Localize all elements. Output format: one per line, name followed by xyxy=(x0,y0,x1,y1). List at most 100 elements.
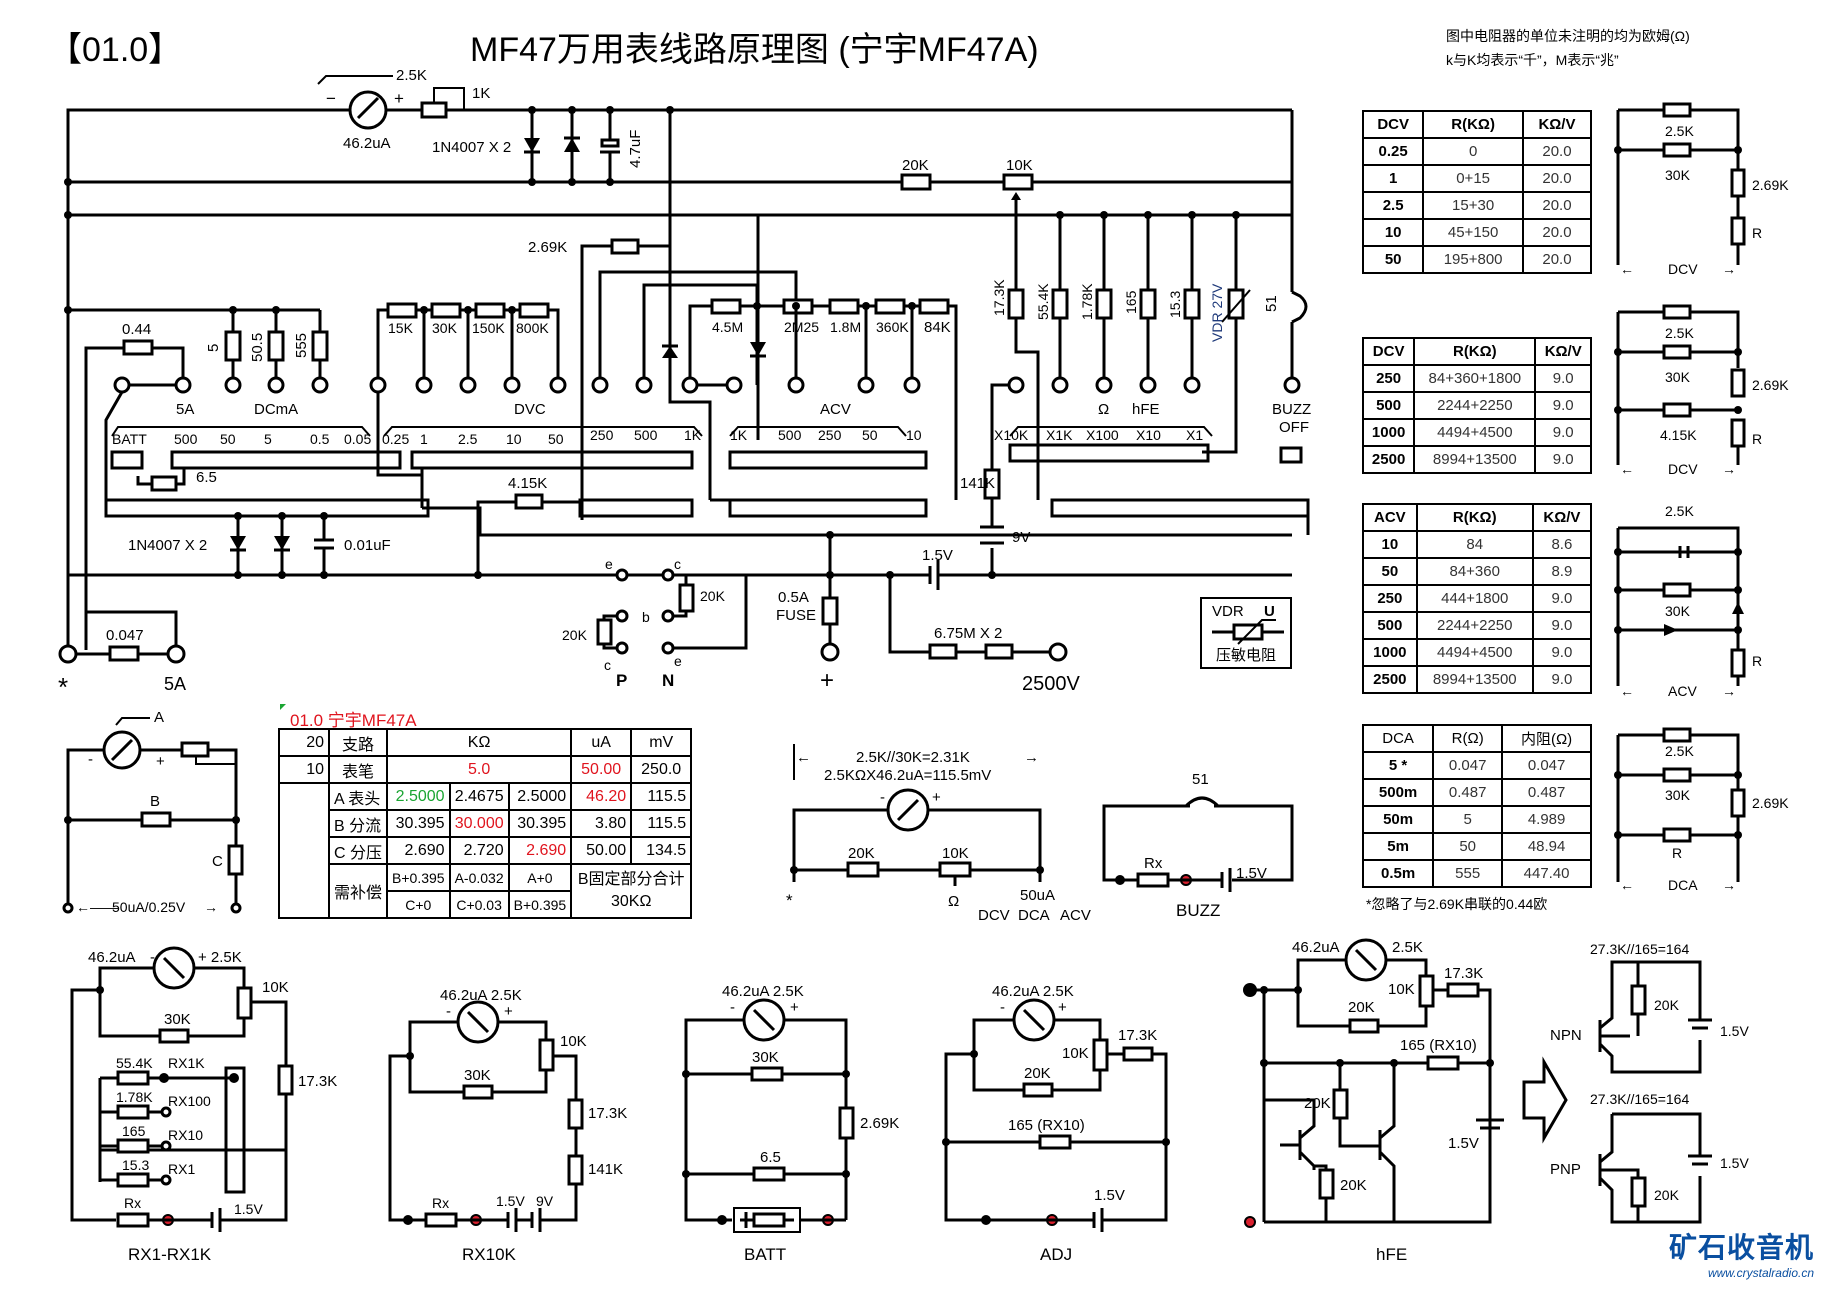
table-cell: 3.80 xyxy=(570,809,633,838)
circuit-label: 1.5V xyxy=(1236,865,1267,882)
circuit-label: 1.5V xyxy=(1448,1135,1479,1152)
wire xyxy=(152,346,185,385)
circuit-label: → xyxy=(1722,683,1736,699)
component-shape xyxy=(311,330,329,362)
circuit-label: A xyxy=(154,709,164,726)
watermark: 矿石收音机 www.crystalradio.cn xyxy=(1669,1226,1814,1280)
table-cell: 50.00 xyxy=(570,836,633,865)
component-shape xyxy=(1730,168,1746,198)
wire xyxy=(176,468,186,486)
component-shape xyxy=(1095,288,1113,320)
dcv-range-labels: 0.25 1 2.5 10 50 250 500 1K xyxy=(382,427,702,447)
table-cell: B 分流 xyxy=(327,809,389,838)
node-or-terminal xyxy=(420,306,428,314)
table-cell: 50 xyxy=(1432,832,1504,861)
acv-r-360k: 360K xyxy=(876,319,909,335)
component-shape xyxy=(1227,288,1245,320)
circuit-label: 1.5V xyxy=(1720,1023,1749,1039)
wire xyxy=(673,575,748,650)
fuse-icon xyxy=(821,596,839,626)
table-cell: 4494+4500 xyxy=(1413,418,1537,447)
circuit-label: 30K xyxy=(1665,167,1691,183)
wire xyxy=(1054,1018,1102,1040)
circuit-label: 2.5K xyxy=(1665,503,1694,519)
circuit-label: 50uA/0.25V xyxy=(112,899,186,915)
circuit-label: 2.5K xyxy=(1665,325,1694,341)
wire xyxy=(1298,1150,1316,1170)
switch-batt: BATT xyxy=(112,431,147,447)
table-cell: 5m xyxy=(1361,832,1435,861)
table-cell: uA xyxy=(570,728,633,757)
table-cell: 0+15 xyxy=(1422,164,1524,193)
table-cell: 2244+2250 xyxy=(1413,391,1537,420)
jack-com[interactable] xyxy=(58,644,78,664)
node-or-terminal xyxy=(615,568,629,582)
component-shape xyxy=(838,1106,855,1140)
dcv-r-150k: 150K xyxy=(472,320,505,336)
table-cell: 45+150 xyxy=(1422,218,1524,247)
table-cell: DCA xyxy=(1361,724,1435,753)
wire xyxy=(1237,619,1276,645)
node-or-terminal xyxy=(1294,986,1302,994)
circuit-label: 2.69K xyxy=(1752,795,1789,811)
table-cell: 9.0 xyxy=(1531,665,1593,694)
circuit-label: R xyxy=(1672,845,1682,861)
table-cell: KΩ/V xyxy=(1521,110,1593,139)
table-cell: KΩ/V xyxy=(1534,337,1592,366)
table-cell: B+0.395 xyxy=(507,890,573,919)
resistor-20k-c xyxy=(678,583,695,613)
table-cell: 8.9 xyxy=(1531,557,1593,586)
jack-5a[interactable] xyxy=(166,644,186,664)
circuit-label: - xyxy=(150,949,155,966)
component-shape xyxy=(752,1166,786,1182)
main-schematic: − + 46.2uA 2.5K 1K 1N4007 X 2 4.7uF 20K … xyxy=(58,67,1311,702)
node-or-terminal xyxy=(1486,1059,1494,1067)
circuit-label: Ω xyxy=(948,893,959,910)
acv-r-84k: 84K xyxy=(924,319,951,336)
circuit-label: + xyxy=(932,789,941,806)
dcv-r-30k: 30K xyxy=(432,320,458,336)
table-cell: 支路 xyxy=(327,728,389,757)
node-or-terminal xyxy=(474,571,482,579)
table-cell: 115.5 xyxy=(630,782,693,811)
switch-bar-lower-ohm xyxy=(1050,498,1310,518)
node-or-terminal xyxy=(272,306,280,314)
switch-bar-acv xyxy=(728,450,928,470)
node-or-terminal xyxy=(615,641,629,655)
node-or-terminal xyxy=(224,376,242,394)
node-or-terminal xyxy=(320,512,328,520)
resistor-6-75m xyxy=(984,643,1014,660)
node-or-terminal xyxy=(403,1215,413,1225)
circuit-label: 30K xyxy=(1665,603,1691,619)
circuit-label: 20K xyxy=(1348,999,1375,1016)
wire xyxy=(598,270,798,385)
circuit-label: DCV xyxy=(1668,461,1698,477)
dcv-r-800k: 800K xyxy=(516,320,549,336)
component-shape xyxy=(1136,872,1170,888)
table-cell: 30.000 xyxy=(448,809,510,838)
circuit-label: 50 xyxy=(220,431,236,447)
node-or-terminal xyxy=(278,571,286,579)
table-cell: 2.690 xyxy=(507,836,573,865)
table-cell: 2.690 xyxy=(386,836,451,865)
table-cell: A+0 xyxy=(507,863,573,892)
node-or-terminal xyxy=(159,1073,169,1083)
common-circuit: 2.5K//30K=2.31K 2.5KΩX46.2uA=115.5mV ←→ … xyxy=(786,744,1091,924)
jack-2500v[interactable] xyxy=(1048,642,1068,662)
wire xyxy=(1011,192,1021,200)
wire xyxy=(602,644,617,650)
circuit-label: DCV xyxy=(1668,261,1698,277)
jack-plus[interactable] xyxy=(820,642,840,662)
wire xyxy=(1598,1176,1702,1224)
socket-r2: 20K xyxy=(562,627,588,643)
abc-diagram: A - + B C ←—— 50uA/0.25V → xyxy=(62,709,244,915)
resistor-6-5 xyxy=(150,475,178,492)
resistor-20k xyxy=(900,173,932,191)
r0047-label: 0.047 xyxy=(106,627,144,644)
